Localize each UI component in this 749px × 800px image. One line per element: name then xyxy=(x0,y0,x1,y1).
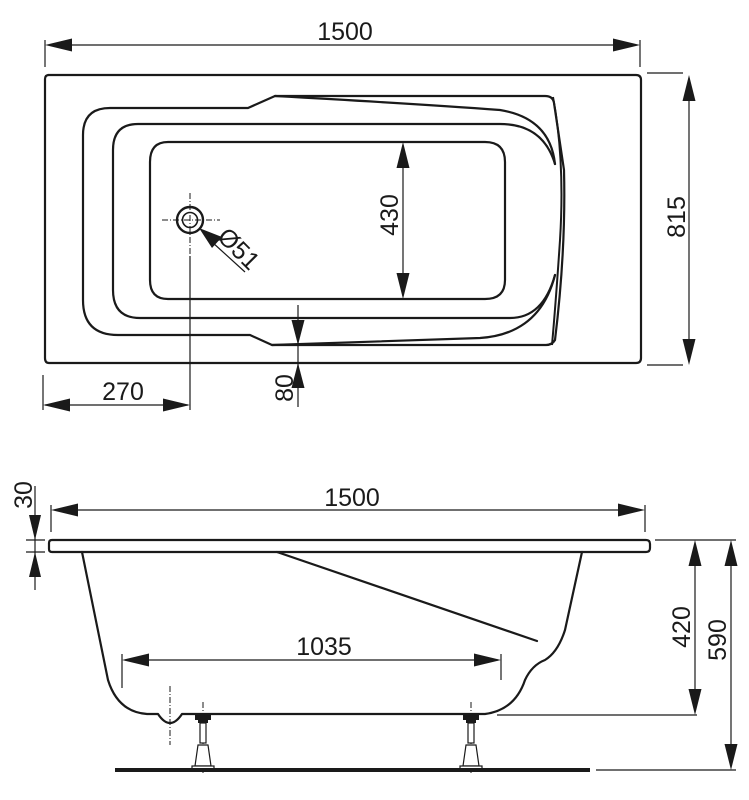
side-view: 1500 30 1035 xyxy=(10,481,738,773)
plan-width-label: 815 xyxy=(663,196,691,238)
rim-thickness-label: 30 xyxy=(10,481,38,509)
plan-width-dimension: 815 xyxy=(647,72,696,366)
drain-diameter-label: Ø51 xyxy=(212,222,265,275)
headrest-line-outer xyxy=(551,96,563,346)
tub-body xyxy=(80,550,584,725)
depth-label: 420 xyxy=(668,606,696,648)
depth-dimension: 420 xyxy=(497,539,702,716)
plan-length-label: 1500 xyxy=(317,18,373,46)
support-leg-left xyxy=(191,702,215,773)
total-height-label: 590 xyxy=(704,619,732,661)
plan-view: 1500 Ø51 430 xyxy=(42,18,696,412)
rim-inner-dimension: 80 xyxy=(271,305,305,407)
bottom-length-label: 1035 xyxy=(296,633,352,661)
internal-slope-line xyxy=(275,550,539,643)
drain-diameter-dimension: Ø51 xyxy=(199,222,265,276)
rim-inner-label: 80 xyxy=(271,374,299,402)
total-height-dimension: 590 xyxy=(596,539,738,771)
bottom-length-dimension: 1035 xyxy=(121,633,502,688)
rim-slab xyxy=(47,538,652,554)
basin-width-label: 430 xyxy=(376,194,404,236)
drain-offset-label: 270 xyxy=(102,378,144,406)
side-length-dimension: 1500 xyxy=(50,484,646,532)
basin-width-dimension: 430 xyxy=(376,142,410,299)
outer-rim xyxy=(43,73,643,365)
drain-offset-dimension: 270 xyxy=(42,256,191,412)
inner-wall-contour-bottom xyxy=(270,273,557,347)
side-length-label: 1500 xyxy=(324,484,380,512)
support-leg-right xyxy=(459,702,483,773)
deck-contour xyxy=(81,94,566,347)
second-wall-contour xyxy=(111,122,557,320)
basin-bottom xyxy=(148,140,507,301)
rim-thickness-dimension: 30 xyxy=(10,481,45,590)
drain xyxy=(162,193,220,256)
inner-wall-contour xyxy=(273,94,557,166)
plan-length-dimension: 1500 xyxy=(44,18,641,67)
